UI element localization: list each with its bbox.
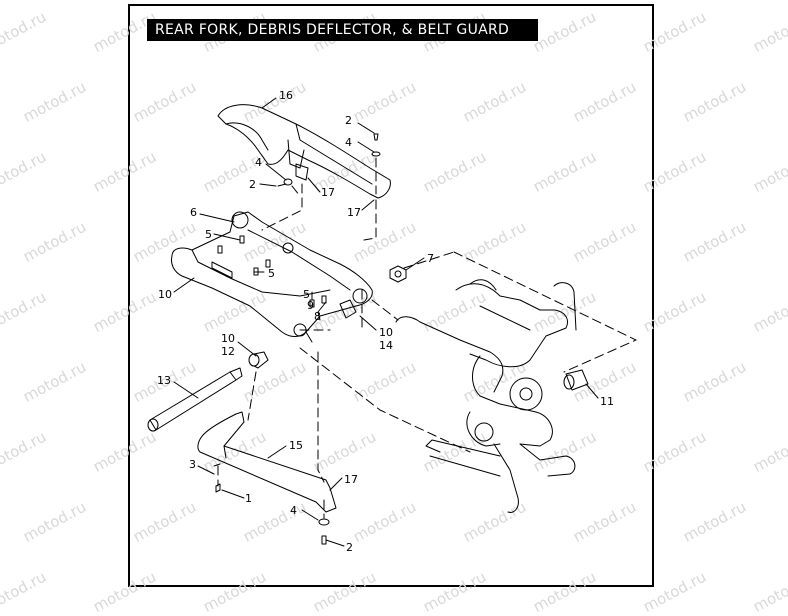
callout-4: 4 — [290, 504, 297, 517]
callout-2: 2 — [345, 114, 352, 127]
callout-10: 10 — [221, 332, 235, 345]
callout-2: 2 — [346, 541, 353, 554]
diagram-title: REAR FORK, DEBRIS DEFLECTOR, & BELT GUAR… — [147, 19, 538, 41]
callout-5: 5 — [268, 267, 275, 280]
callout-1: 1 — [245, 492, 252, 505]
callout-17: 17 — [344, 473, 358, 486]
callout-16: 16 — [279, 89, 293, 102]
pivot-shaft-13 — [147, 367, 243, 432]
motorcycle-frame — [395, 279, 577, 513]
callout-14: 14 — [379, 339, 393, 352]
callout-8: 8 — [314, 310, 321, 323]
callout-10: 10 — [158, 288, 172, 301]
callout-6: 6 — [190, 206, 197, 219]
callout-15: 15 — [289, 439, 303, 452]
callout-9: 9 — [307, 299, 314, 312]
callout-labels: 16 2 4 4 2 17 17 6 5 5 7 10 5 9 8 10 14 … — [157, 89, 614, 554]
callout-4: 4 — [255, 156, 262, 169]
callout-2: 2 — [249, 178, 256, 191]
leader-lines — [173, 97, 599, 547]
callout-5: 5 — [205, 228, 212, 241]
callout-5: 5 — [303, 288, 310, 301]
debris-deflector-15 — [197, 411, 337, 513]
nut-7 — [389, 265, 407, 283]
fastener-set — [213, 133, 381, 545]
callout-4: 4 — [345, 136, 352, 149]
callout-17: 17 — [321, 186, 335, 199]
bushing-12 — [248, 351, 269, 369]
belt-guard-part — [217, 104, 391, 199]
exploded-view-drawing: 16 2 4 4 2 17 17 6 5 5 7 10 5 9 8 10 14 … — [147, 89, 637, 554]
callout-11: 11 — [600, 395, 614, 408]
rear-fork-part — [171, 211, 373, 343]
callout-3: 3 — [189, 458, 196, 471]
assembly-lines — [217, 157, 637, 519]
bushing-11 — [563, 369, 589, 391]
callout-10: 10 — [379, 326, 393, 339]
callout-13: 13 — [157, 374, 171, 387]
callout-12: 12 — [221, 345, 235, 358]
callout-17: 17 — [347, 206, 361, 219]
callout-7: 7 — [427, 252, 434, 265]
